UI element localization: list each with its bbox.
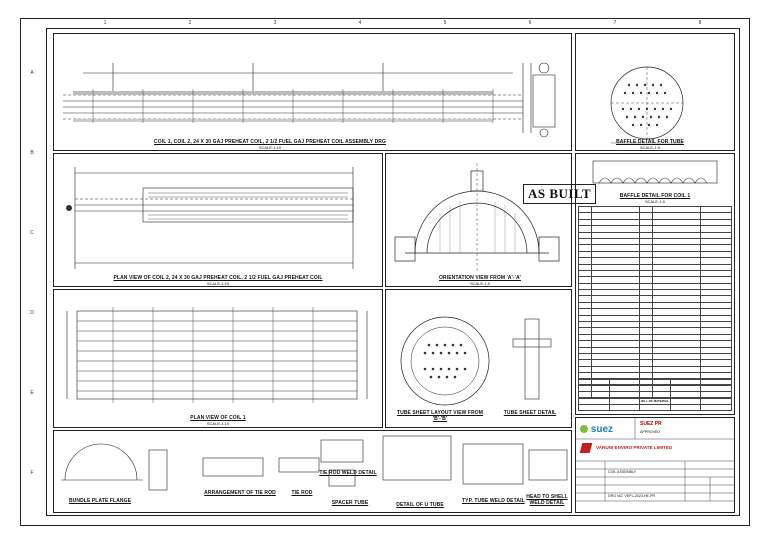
tube-sheet-layout-title: TUBE SHEET LAYOUT VIEW FROM 'B'-'B': [396, 410, 484, 422]
tube-sheet-detail-title: TUBE SHEET DETAIL: [503, 410, 557, 416]
panel-orientation: [385, 153, 572, 287]
contractor-name: VARUNI ENVIRO PRIVATE LIMITED: [596, 445, 673, 450]
column-marker: 3: [273, 20, 277, 26]
row-marker: B: [30, 150, 34, 156]
orientation-view-scale: SCALE-1:5: [469, 281, 490, 286]
panel-title-block: [575, 417, 735, 513]
client-logo: suez: [580, 424, 613, 435]
bottom-details-drawing: [61, 435, 568, 491]
baffle-detail-top-scale: SCALE-1:5: [639, 145, 660, 150]
column-marker: 8: [698, 20, 702, 26]
column-marker: 6: [528, 20, 532, 26]
plan-coil1-scale: SCALE-1:10: [206, 421, 230, 426]
plan-coil1-drawing: [66, 307, 368, 403]
tie-rod-title: TIE ROD: [291, 490, 313, 496]
column-marker: 4: [358, 20, 362, 26]
row-marker: F: [30, 470, 34, 476]
baffle-detail-coil-scale: SCALE-1:5: [644, 199, 665, 204]
column-marker: 1: [103, 20, 107, 26]
plan-coil1-title: PLAN VIEW OF COIL 1: [190, 415, 246, 421]
baffle-detail-top-title: BAFFLE DETAIL FOR TUBE: [616, 139, 684, 145]
u-tube-title: DETAIL OF U TUBE: [396, 502, 444, 508]
tie-rod-weld-title: TIE ROD WELD DETAIL: [319, 470, 377, 476]
panel-plan-coil1: [53, 289, 383, 428]
panel-bom: [575, 153, 735, 415]
column-marker: 2: [188, 20, 192, 26]
bundle-plate-flange-title: BUNDLE PLATE FLANGE: [68, 498, 132, 504]
title-block-grid: [575, 417, 735, 502]
row-marker: A: [30, 70, 34, 76]
spacer-tube-title: SPACER TUBE: [331, 500, 369, 506]
drawing-number: DRG NO. VEPL-2023-HE-PR: [608, 494, 656, 498]
panel-baffle-top: [575, 33, 735, 151]
coil-elevation-title: COIL 1, COIL 2, 24 X 30 GAJ PREHEAT COIL…: [154, 139, 386, 145]
client-logo-text: suez: [590, 424, 614, 435]
panel-plan-view: [53, 153, 383, 287]
drawing-title: COIL ASSEMBLY: [608, 470, 637, 474]
suez-logo-icon: [580, 425, 588, 434]
arrangement-tie-rod-title: ARRANGEMENT OF TIE ROD: [204, 490, 276, 496]
head-to-shell-title: HEAD TO SHELL WELD DETAIL: [526, 494, 568, 506]
revision-table: [578, 377, 732, 411]
bill-of-material-table: BILL OF MATERIAL: [578, 205, 732, 406]
orientation-view-title: ORIENTATION VIEW FROM 'A'-'A': [439, 275, 521, 281]
project-name: SUEZ PR: [640, 421, 662, 427]
coil-elevation-scale: SCALE-1:10: [258, 145, 282, 150]
baffle-detail-coil-title: BAFFLE DETAIL FOR COIL 1: [619, 193, 691, 199]
approved-mark: APPROVED: [640, 430, 660, 434]
sheet-border: [20, 18, 750, 526]
tube-sheet-drawing: [400, 316, 552, 406]
drawing-border: [46, 28, 740, 516]
as-built-stamp: AS BUILT: [523, 184, 597, 204]
plan-view-scale: SCALE-1:10: [206, 281, 230, 286]
plan-view-drawing: [66, 167, 354, 269]
baffle-coil-drawing: [592, 160, 718, 184]
row-marker: D: [30, 310, 34, 316]
column-marker: 5: [443, 20, 447, 26]
panel-coil-elevation: [53, 33, 572, 151]
panel-bottom-details: [53, 430, 572, 513]
row-marker: C: [30, 230, 34, 236]
panel-tube-sheet: [385, 289, 572, 428]
baffle-detail-drawing: [610, 66, 684, 144]
column-marker: 7: [613, 20, 617, 26]
orientation-view-drawing: [394, 163, 560, 273]
tube-weld-title: TYP. TUBE WELD DETAIL: [462, 498, 525, 504]
coil-elevation-drawing: [63, 62, 556, 138]
plan-view-title: PLAN VIEW OF COIL 2, 24 X 30 GAJ PREHEAT…: [113, 275, 323, 281]
row-marker: E: [30, 390, 34, 396]
